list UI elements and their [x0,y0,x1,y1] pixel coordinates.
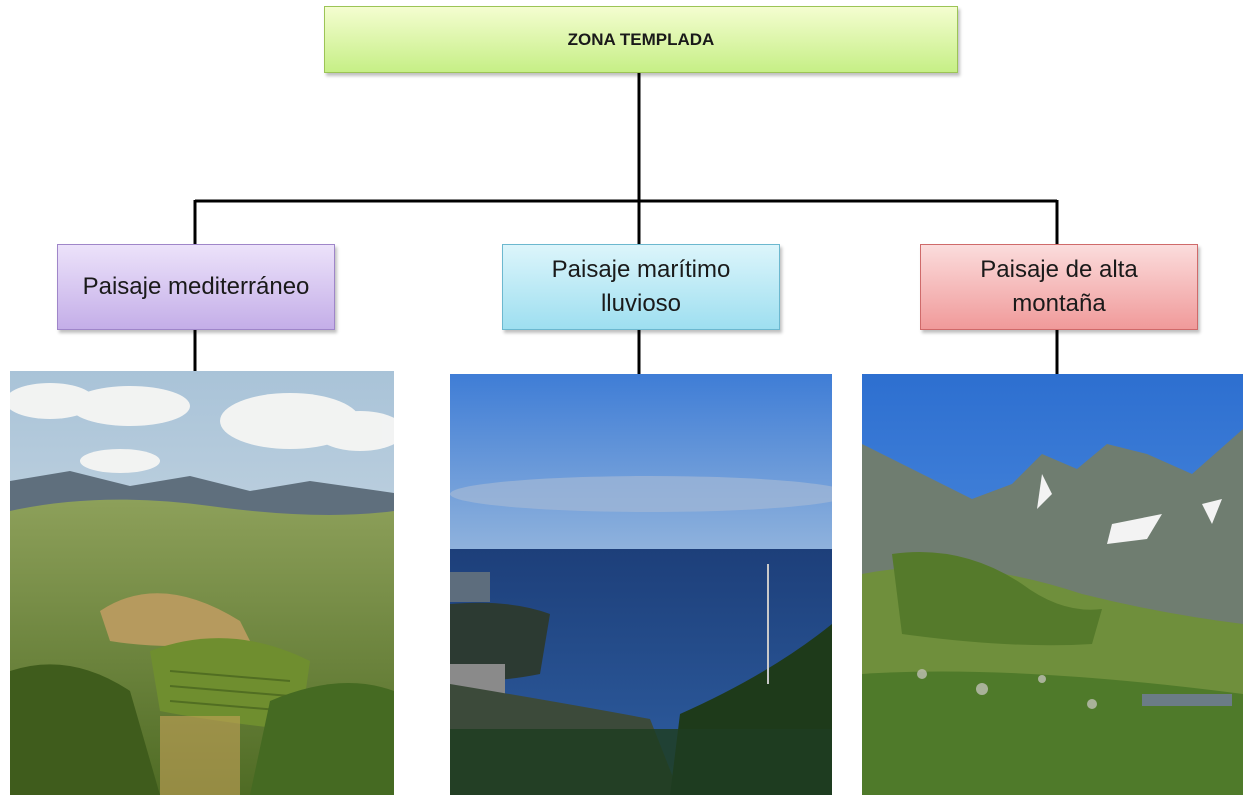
node-high-mountain: Paisaje de alta montaña [920,244,1198,330]
root-label: ZONA TEMPLADA [567,29,715,49]
mediterranean-landscape-photo [10,371,394,795]
root-node: ZONA TEMPLADA [324,6,958,73]
high-mountain-landscape-photo [862,374,1243,795]
node-high-mountain-label: Paisaje de alta montaña [980,256,1138,317]
node-maritime: Paisaje marítimo lluvioso [502,244,780,330]
node-mediterranean-label: Paisaje mediterráneo [82,273,310,300]
node-maritime-label: Paisaje marítimo lluvioso [551,256,731,317]
maritime-landscape-photo [450,374,832,795]
node-mediterranean: Paisaje mediterráneo [57,244,335,330]
